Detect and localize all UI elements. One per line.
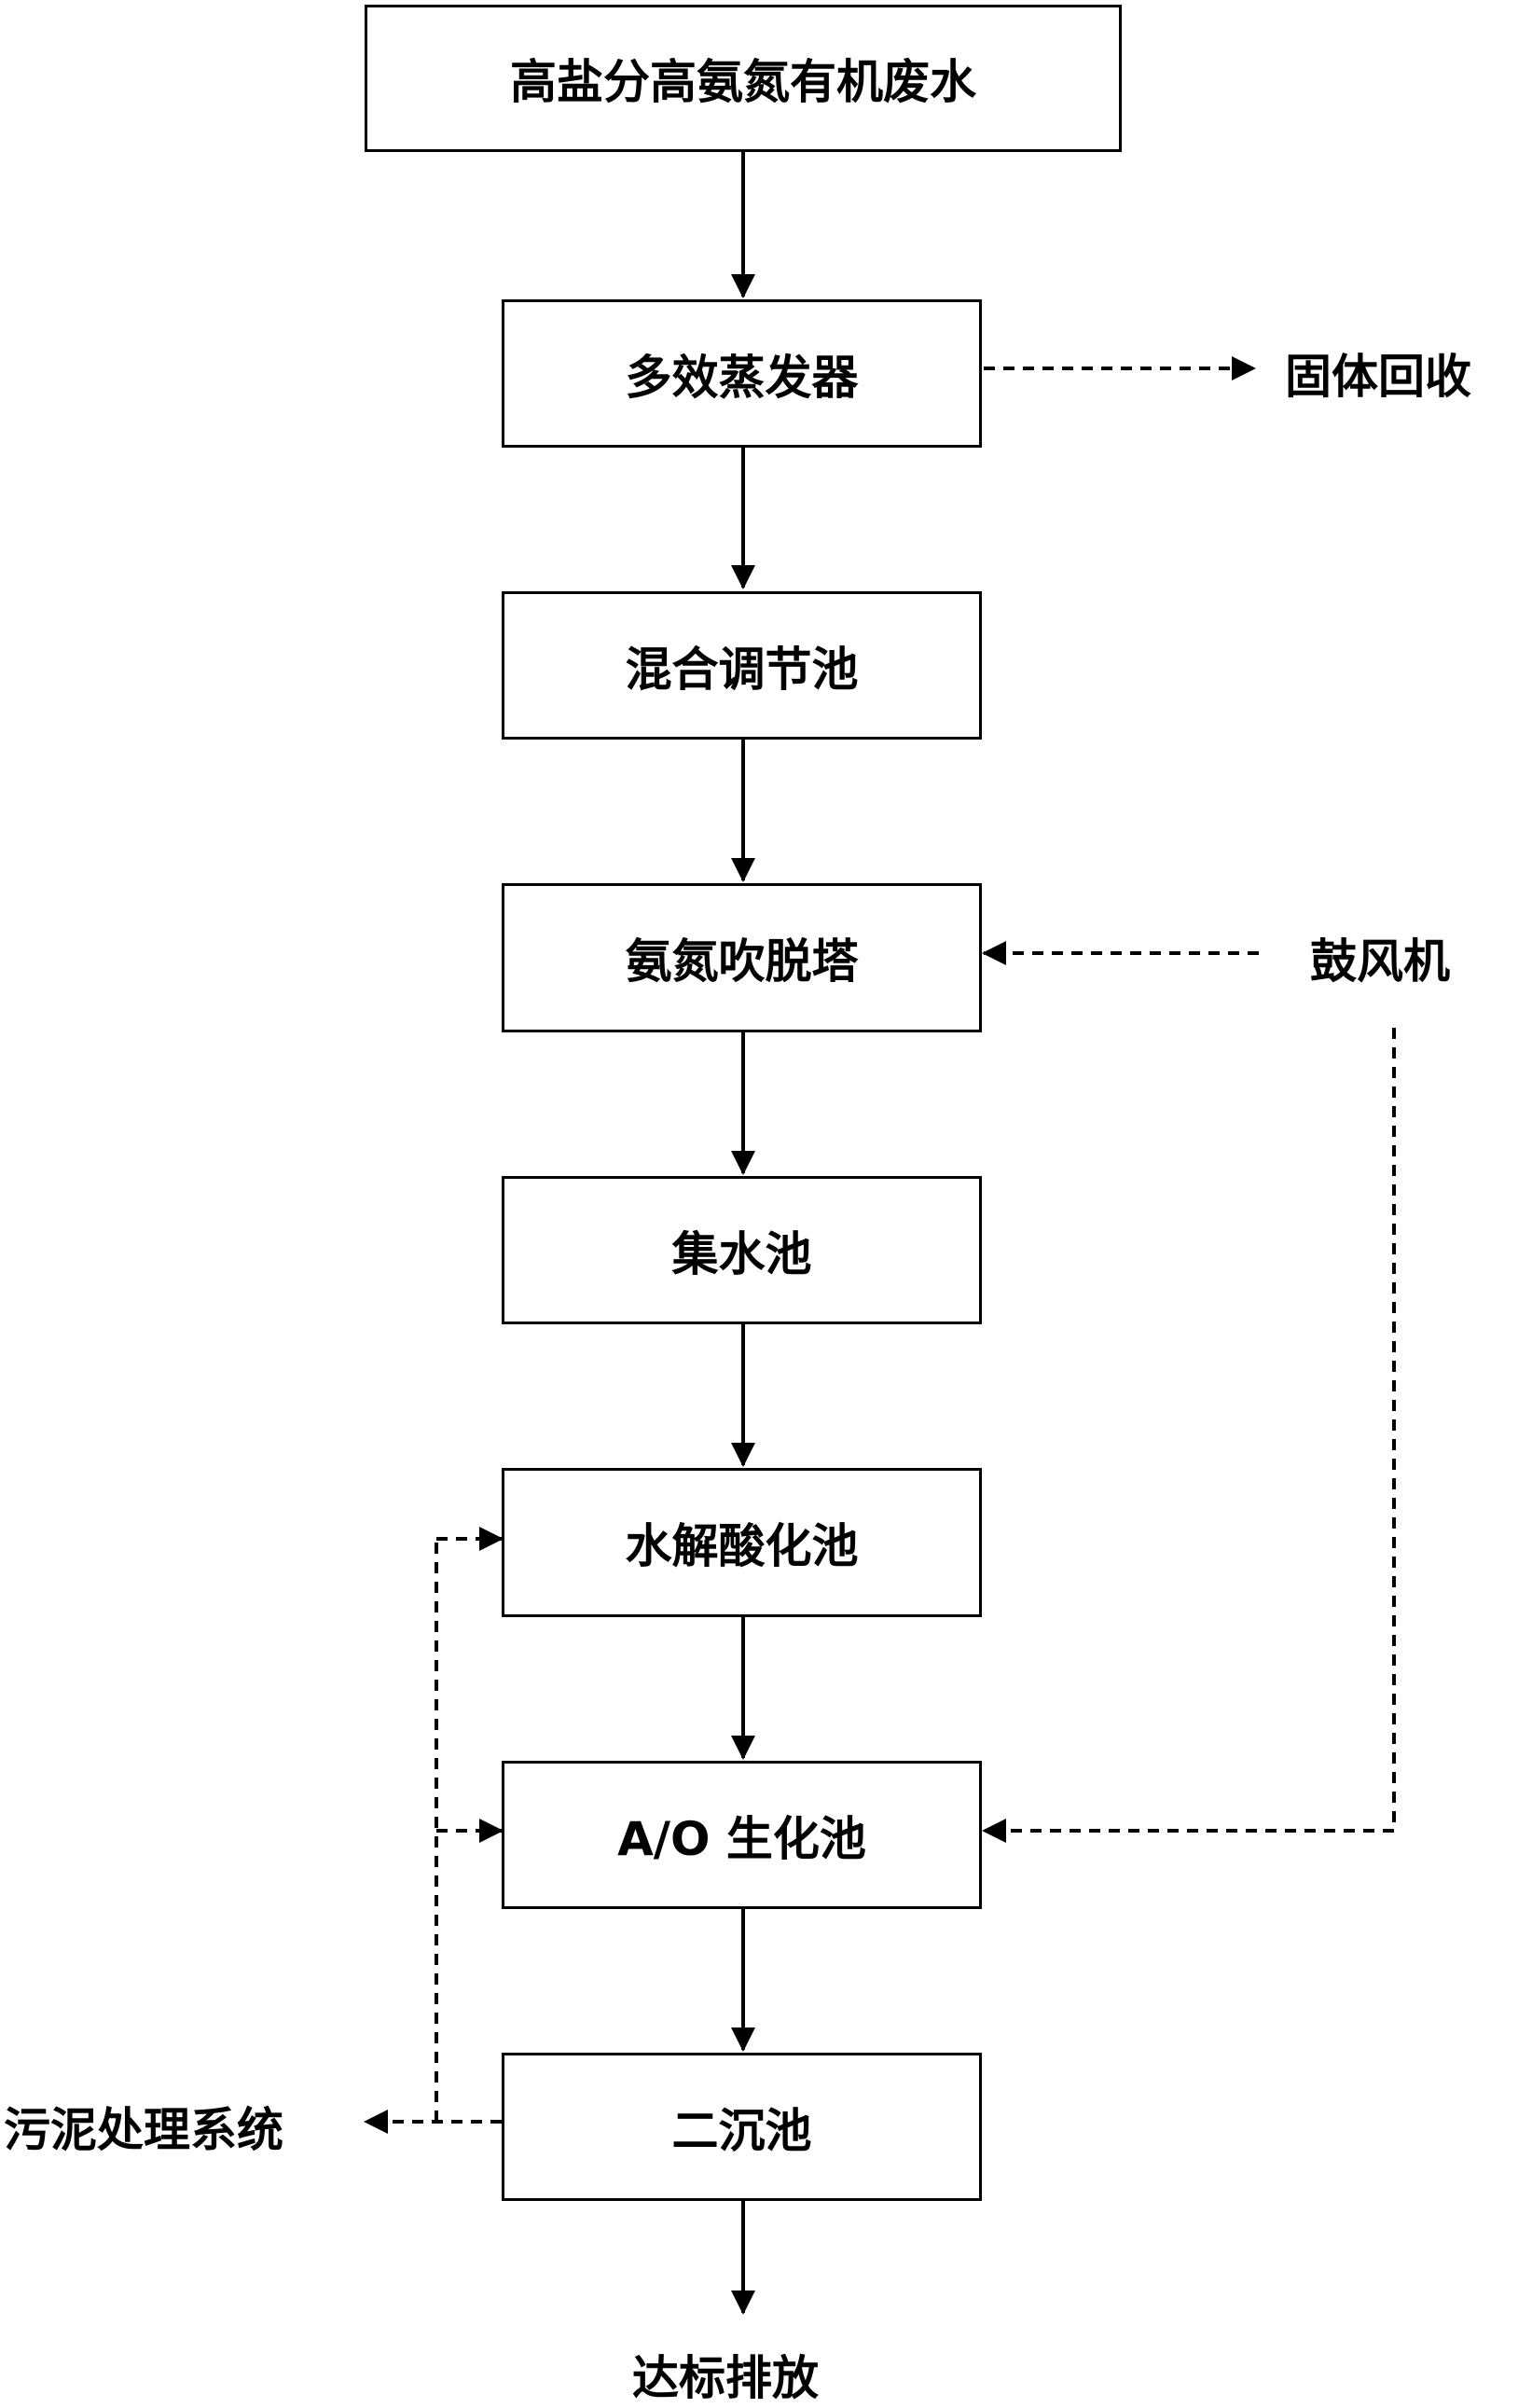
mixing-tank-box: 混合调节池 [502,591,982,740]
hydrolysis-tank-box: 水解酸化池 [502,1468,982,1617]
source-box: 高盐分高氨氮有机废水 [365,5,1122,152]
stripping-tower-label: 氨氮吹脱塔 [625,934,859,989]
discharge-label: 达标排放 [632,2351,819,2405]
auxiliary-flow-lines [364,356,1396,2134]
collection-tank-box: 集水池 [502,1176,982,1324]
collection-tank-label: 集水池 [671,1226,812,1281]
ao-tank-label: A/O 生化池 [617,1811,866,1866]
ao-tank-box: A/O 生化池 [502,1761,982,1909]
mixing-tank-label: 混合调节池 [625,642,859,697]
stripping-tower-box: 氨氮吹脱塔 [502,883,982,1032]
hydrolysis-tank-label: 水解酸化池 [625,1519,859,1573]
secondary-clarifier-box: 二沉池 [502,2053,982,2201]
arrow-blower-to-ao [982,1028,1396,1843]
evaporator-box: 多效蒸发器 [502,299,982,448]
sludge-system-label: 污泥处理系统 [4,2103,283,2157]
blower-label: 鼓风机 [1310,934,1450,989]
secondary-clarifier-label: 二沉池 [671,2103,812,2158]
source-label: 高盐分高氨氮有机废水 [510,55,976,109]
evaporator-label: 多效蒸发器 [625,350,859,405]
solid-recovery-label: 固体回收 [1285,350,1471,404]
